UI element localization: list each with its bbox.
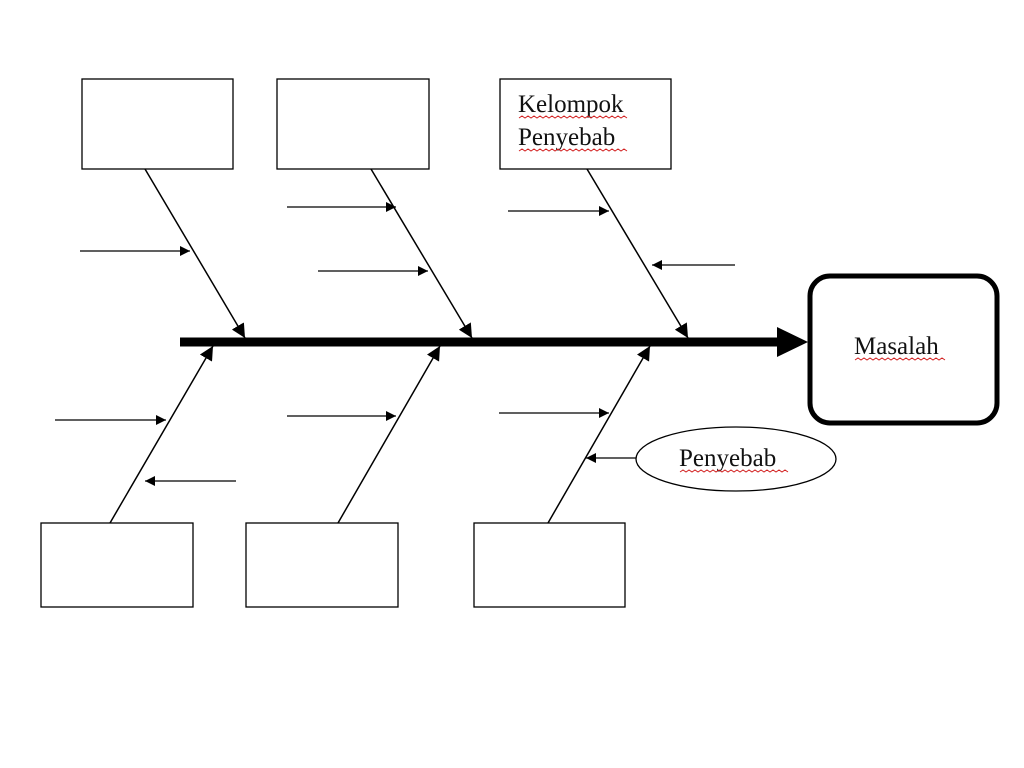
category-box-top-2 <box>276 78 430 170</box>
category-label-line1: Kelompok <box>518 91 624 118</box>
spine-arrowhead <box>777 327 808 357</box>
spellcheck-underline <box>518 148 628 152</box>
spellcheck-underline <box>679 469 789 473</box>
category-box-bottom-2 <box>245 522 399 608</box>
bone-bottom-1 <box>109 345 214 524</box>
category-box-bottom-1 <box>40 522 194 608</box>
problem-label: Masalah <box>854 333 939 360</box>
cause-label: Penyebab <box>679 445 776 472</box>
bone-bottom-2 <box>337 345 441 524</box>
category-box-bottom-3 <box>473 522 626 608</box>
category-label-line2: Penyebab <box>518 124 615 151</box>
cause-ellipse <box>635 426 837 492</box>
bone-bottom-3 <box>547 345 651 524</box>
spellcheck-underline <box>518 115 628 119</box>
bone-top-3 <box>586 168 689 339</box>
spellcheck-underline <box>854 357 946 361</box>
category-box-top-3 <box>499 78 672 170</box>
problem-box <box>807 273 1000 426</box>
bone-top-2 <box>370 168 473 339</box>
category-box-top-1 <box>81 78 234 170</box>
bone-top-1 <box>144 168 246 339</box>
